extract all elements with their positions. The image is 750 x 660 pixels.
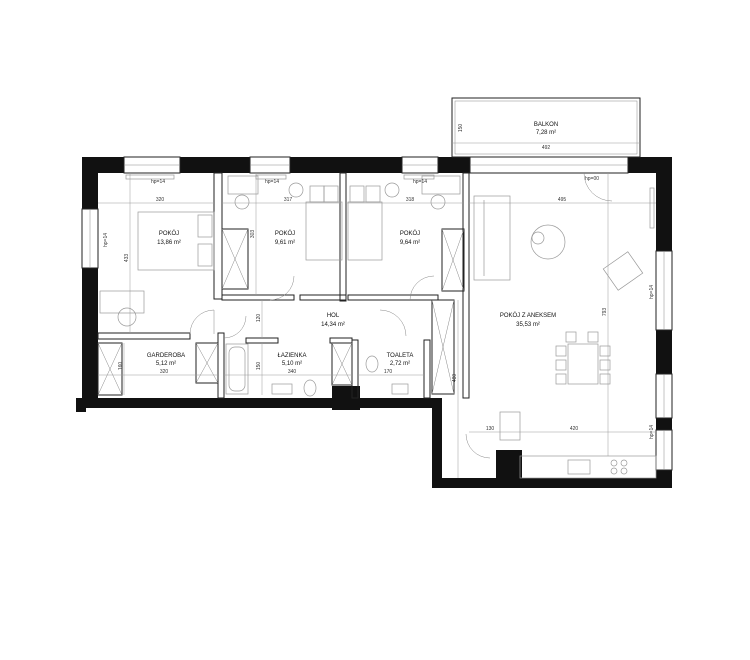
room-name-toaleta: TOALETA bbox=[387, 353, 414, 359]
window-mark: hp=14 bbox=[103, 233, 109, 247]
furniture bbox=[99, 174, 657, 479]
room-area-lazienka: 5,10 m² bbox=[282, 361, 302, 367]
room-area-pokoj-1: 13,86 m² bbox=[157, 240, 181, 246]
dim-lazienka-height: 150 bbox=[256, 362, 262, 371]
dim-pokoj1-height: 433 bbox=[124, 254, 130, 263]
room-name-pokoj-1: POKÓJ bbox=[159, 230, 179, 237]
balcony bbox=[451, 97, 641, 158]
dim-garderoba-width: 320 bbox=[160, 369, 169, 375]
room-area-pokoj-2: 9,61 m² bbox=[275, 240, 295, 246]
dim-hol-height: 120 bbox=[256, 314, 262, 323]
dim-balkon-width: 492 bbox=[542, 145, 551, 151]
dimension-labels: 492 150 320 433 317 303 318 495 793 120 … bbox=[118, 124, 608, 432]
dim-salon-width: 495 bbox=[558, 197, 567, 203]
room-name-lazienka: ŁAZIENKA bbox=[277, 353, 306, 359]
dim-salon-height: 793 bbox=[602, 308, 608, 317]
window-mark: hp=14 bbox=[265, 179, 279, 185]
room-name-pokoj-2: POKÓJ bbox=[275, 230, 295, 237]
room-area-hol: 14,34 m² bbox=[321, 322, 345, 328]
room-area-balkon: 7,28 m² bbox=[536, 130, 556, 136]
window-mark: hp=14 bbox=[413, 179, 427, 185]
dim-hol-length: 480 bbox=[452, 374, 458, 383]
dim-lazienka-width: 340 bbox=[288, 369, 297, 375]
dim-pokoj1-width: 320 bbox=[156, 197, 165, 203]
window-mark: hp=00 bbox=[585, 176, 599, 182]
room-name-balkon: BALKON bbox=[534, 122, 558, 128]
room-name-pokoj-3: POKÓJ bbox=[400, 230, 420, 237]
window-mark: hp=14 bbox=[649, 285, 655, 299]
room-name-salon: POKÓJ Z ANEKSEM bbox=[500, 312, 556, 319]
window-mark: hp=14 bbox=[151, 179, 165, 185]
room-labels: BALKON 7,28 m² POKÓJ 13,86 m² POKÓJ 9,61… bbox=[147, 122, 558, 367]
room-area-pokoj-3: 9,64 m² bbox=[400, 240, 420, 246]
room-area-toaleta: 2,72 m² bbox=[390, 361, 410, 367]
room-area-salon: 35,53 m² bbox=[516, 322, 540, 328]
dim-pokoj2-height: 303 bbox=[250, 230, 256, 239]
wardrobes bbox=[97, 228, 465, 396]
room-name-garderoba: GARDEROBA bbox=[147, 353, 185, 359]
window-height-marks: hp=14 hp=14 hp=14 hp=00 hp=14 hp=14 hp=1… bbox=[103, 176, 655, 439]
room-name-hol: HOL bbox=[327, 313, 340, 319]
room-area-garderoba: 5,12 m² bbox=[156, 361, 176, 367]
dim-garderoba-height: 160 bbox=[118, 362, 124, 371]
dim-pokoj3-width: 318 bbox=[406, 197, 415, 203]
exterior-walls bbox=[76, 157, 672, 488]
dimension-lines bbox=[98, 173, 656, 478]
window-mark: hp=14 bbox=[649, 425, 655, 439]
window-frames bbox=[81, 156, 673, 471]
dim-kitchen-a: 130 bbox=[486, 426, 495, 432]
dim-balkon-depth: 150 bbox=[458, 124, 464, 133]
door-swings bbox=[189, 172, 613, 459]
dim-pokoj2-width: 317 bbox=[284, 197, 293, 203]
dim-kitchen-b: 420 bbox=[570, 426, 579, 432]
dim-toaleta-width: 170 bbox=[384, 369, 393, 375]
